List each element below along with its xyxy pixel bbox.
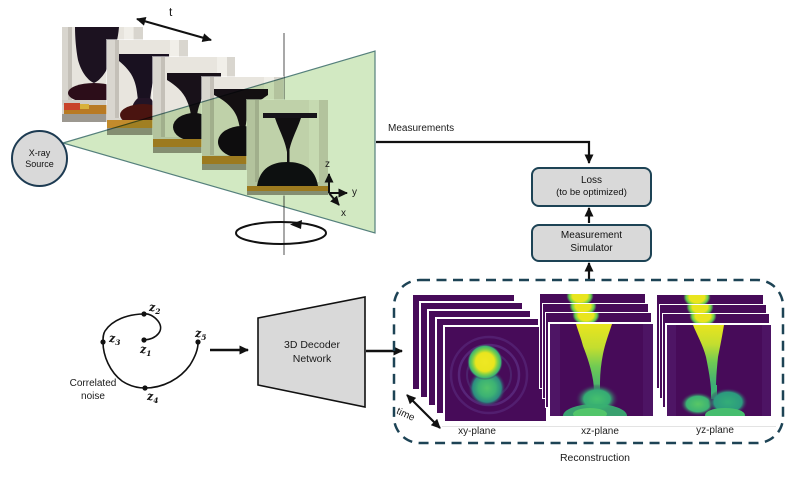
- reconstruction-label: Reconstruction: [559, 452, 631, 464]
- yz-plane-image: [665, 322, 773, 418]
- time-sequence-label: t: [169, 5, 173, 19]
- reconstruction-time-arrow: [406, 394, 441, 429]
- latent-z2-label: z2: [149, 301, 161, 317]
- correlated-noise-line2: noise: [81, 390, 105, 402]
- reconstruction-dashed-box: [392, 278, 785, 445]
- xz-plane-image: [548, 321, 655, 418]
- xray-source: X-ray Source: [11, 130, 68, 187]
- loss-box-line2: (to be optimized): [556, 187, 627, 199]
- yz-plane-label: yz-plane: [696, 425, 734, 436]
- loss-box-line1: Loss: [580, 174, 603, 186]
- xy-plane-image: [443, 325, 548, 423]
- decoder-label-line1: 3D Decoder: [283, 339, 341, 351]
- simulator-box-line1: Measurement: [560, 230, 623, 242]
- xz-plane-label: xz-plane: [581, 426, 619, 437]
- image-row-baseline: [442, 426, 776, 427]
- xy-plane-label: xy-plane: [458, 426, 496, 437]
- yz-plane-stack: [656, 294, 775, 419]
- latent-z1-label: z1: [140, 343, 152, 359]
- axis-y-label: y: [352, 187, 357, 198]
- xz-plane-stack: [539, 293, 657, 419]
- decoder-label: 3D Decoder Network: [266, 339, 358, 366]
- coordinate-axes: [324, 173, 348, 206]
- xray-source-label-1: X-ray: [28, 147, 51, 158]
- axis-z-label: z: [325, 159, 330, 170]
- latent-spiral: [100, 311, 201, 391]
- decoder-shape: [257, 296, 366, 408]
- measurements-connector: [376, 140, 594, 164]
- loss-box: Loss (to be optimized): [531, 167, 652, 207]
- axis-x-label: x: [341, 208, 346, 219]
- measurement-simulator-box: Measurement Simulator: [531, 224, 652, 262]
- latent-z5-label: z5: [195, 327, 207, 343]
- rotation-arrow: [235, 220, 327, 245]
- correlated-noise-line1: Correlated: [69, 378, 117, 389]
- decoder-label-line2: Network: [292, 352, 332, 365]
- latent-z4-label: z4: [147, 390, 159, 406]
- correlated-noise-label: Correlated noise: [60, 378, 126, 403]
- simulator-box-line2: Simulator: [570, 243, 613, 254]
- xy-plane-stack: [411, 293, 548, 423]
- xray-beam-cone: [60, 48, 380, 238]
- xray-source-label-2: Source: [25, 158, 54, 169]
- latent-z3-label: z3: [109, 332, 121, 348]
- measurements-label: Measurements: [388, 123, 455, 134]
- time-sequence-arrow: [136, 16, 212, 43]
